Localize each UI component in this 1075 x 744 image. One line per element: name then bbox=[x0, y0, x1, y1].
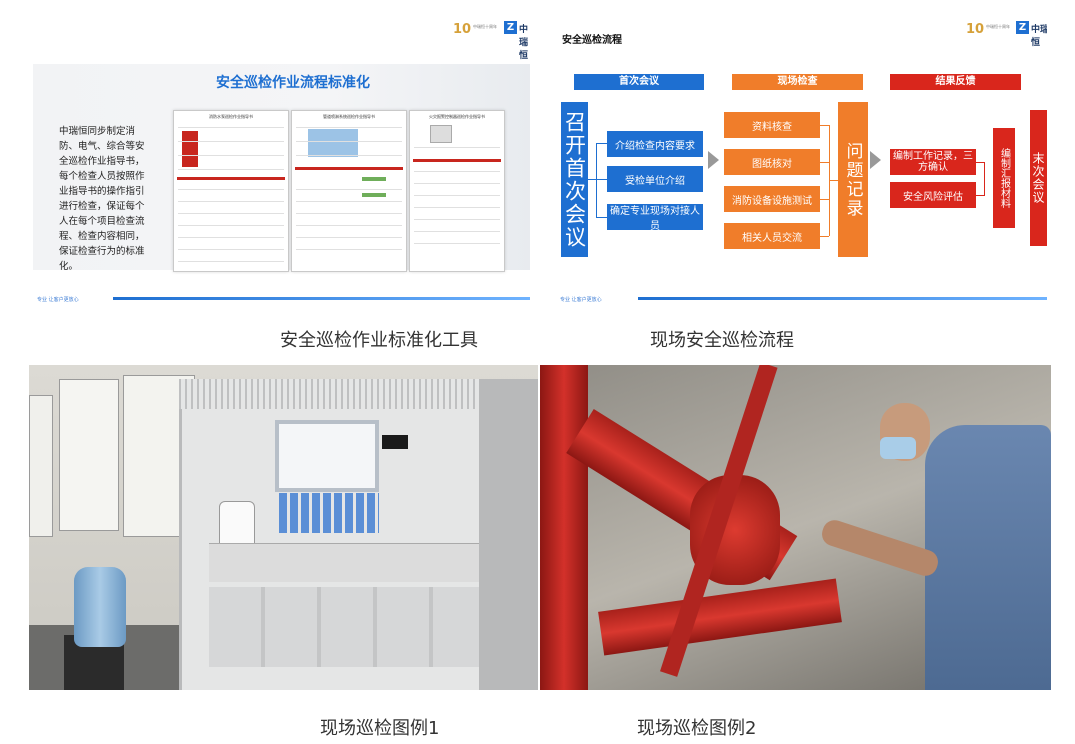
module-panel-row-2 bbox=[209, 587, 479, 667]
display-screen bbox=[275, 420, 379, 492]
box-document-check: 资料核查 bbox=[724, 112, 820, 138]
box-confirm-contacts: 确定专业现场对接人员 bbox=[607, 204, 703, 232]
brand-logo-icon: Z bbox=[1016, 21, 1029, 34]
photo-pump-room-inspection bbox=[540, 365, 1051, 690]
technician bbox=[925, 425, 1051, 690]
box-equipment-test: 消防设备设施测试 bbox=[724, 186, 820, 212]
slide-title: 安全巡检流程 bbox=[562, 35, 622, 46]
slide-body-text: 中瑞恒同步制定消防、电气、综合等安全巡检作业指导书，每个检查人员按照作业指导书的… bbox=[59, 126, 145, 272]
box-drawing-check: 图纸核对 bbox=[724, 149, 820, 175]
slide-title: 安全巡检作业流程标准化 bbox=[216, 75, 370, 91]
caption-standardization-tool: 安全巡检作业标准化工具 bbox=[280, 330, 478, 351]
photo-fire-alarm-cabinet bbox=[29, 365, 538, 690]
wall-poster-1 bbox=[59, 379, 119, 531]
logo-slogan: 中瑞恒十周年 bbox=[986, 24, 1010, 29]
brand-name: 中瑞恒 bbox=[1031, 25, 1047, 48]
slide-standardization: 10 中瑞恒十周年 Z 中瑞恒 安全巡检作业流程标准化 中瑞恒同步制定消防、电气… bbox=[33, 18, 530, 308]
box-risk-assessment: 安全风险评估 bbox=[890, 182, 976, 208]
red-pipe-vertical bbox=[540, 365, 588, 690]
box-final-meeting: 末次会议 bbox=[1030, 110, 1047, 246]
footer-bar bbox=[113, 297, 530, 300]
cabinet-top-vent bbox=[179, 379, 479, 409]
box-problem-record: 问题记录 bbox=[838, 102, 868, 257]
system-diagram bbox=[308, 129, 358, 157]
box-introduce-requirements: 介绍检查内容要求 bbox=[607, 131, 703, 157]
caption-process: 现场安全巡检流程 bbox=[650, 330, 794, 351]
logo-slogan: 中瑞恒十周年 bbox=[473, 24, 497, 29]
logo-ten: 10 bbox=[966, 22, 985, 37]
box-report-materials: 编制汇报材料 bbox=[993, 128, 1015, 228]
box-staff-communication: 相关人员交流 bbox=[724, 223, 820, 249]
digital-readout bbox=[382, 435, 408, 449]
panel-image bbox=[430, 125, 452, 143]
box-open-first-meeting: 召开首次会议 bbox=[561, 102, 588, 257]
wall-poster-0 bbox=[29, 395, 53, 537]
header-site-inspection: 现场检查 bbox=[732, 74, 863, 90]
brand-logo-icon: Z bbox=[504, 21, 517, 34]
module-panel-row-1 bbox=[209, 543, 479, 582]
doc-thumbnail-1: 消防水泵巡检作业指导书 bbox=[173, 110, 289, 272]
water-bottle bbox=[74, 567, 126, 647]
doc-thumbnail-2: 管道喷淋系统巡检作业指导书 bbox=[291, 110, 407, 272]
footer-bar bbox=[638, 297, 1047, 300]
footer-text: 专业 让客户更放心 bbox=[37, 297, 79, 303]
header-first-meeting: 首次会议 bbox=[574, 74, 704, 90]
logo-ten: 10 bbox=[453, 22, 472, 37]
caption-example-1: 现场巡检图例1 bbox=[320, 718, 440, 739]
header-result-feedback: 结果反馈 bbox=[890, 74, 1021, 90]
face-mask bbox=[880, 437, 916, 459]
cabinet-right-side bbox=[479, 379, 538, 690]
pump-image bbox=[182, 131, 198, 167]
arrow-right-icon bbox=[870, 151, 881, 169]
arrow-right-icon bbox=[708, 151, 719, 169]
doc-thumbnail-3: 火灾报警控制器巡检作业指导书 bbox=[409, 110, 505, 272]
bracket-line bbox=[596, 143, 597, 217]
keypad bbox=[279, 493, 379, 533]
slide-inspection-process: 安全巡检流程 10 中瑞恒十周年 Z 中瑞恒 首次会议 现场检查 结果反馈 召开… bbox=[542, 18, 1047, 308]
caption-example-2: 现场巡检图例2 bbox=[637, 718, 757, 739]
brand-name: 中瑞恒 bbox=[519, 25, 529, 61]
box-unit-introduction: 受检单位介绍 bbox=[607, 166, 703, 192]
box-work-record: 编制工作记录，三方确认 bbox=[890, 149, 976, 175]
footer-text: 专业 让客户更放心 bbox=[560, 297, 602, 303]
